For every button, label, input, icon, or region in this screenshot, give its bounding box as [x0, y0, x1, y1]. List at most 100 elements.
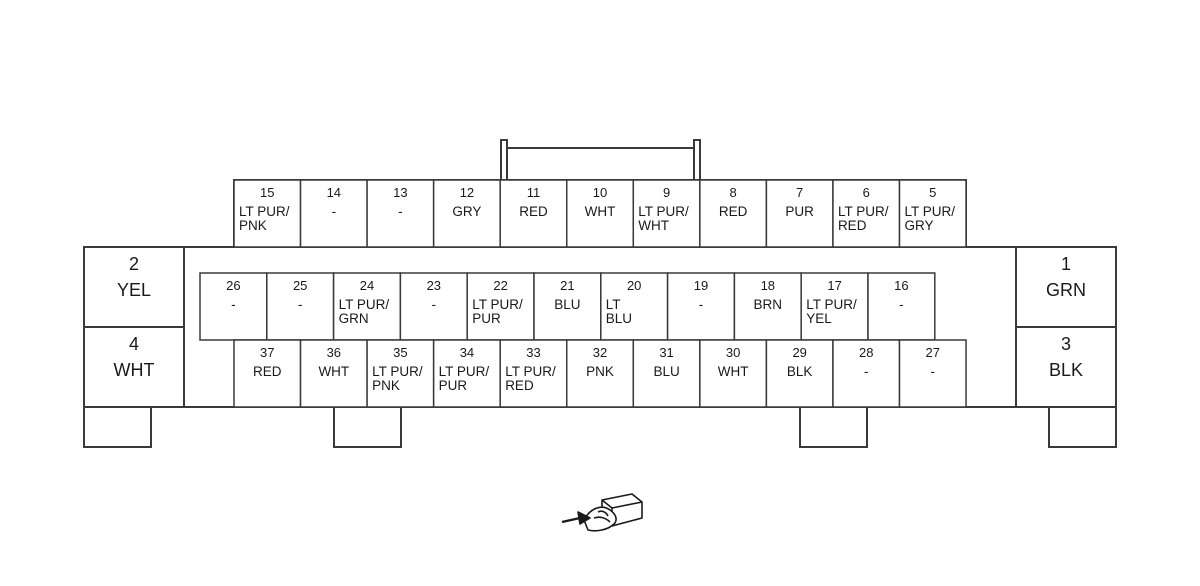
terminal-wire-color: YEL — [117, 280, 151, 300]
terminal-wire-color: PNK — [586, 364, 614, 379]
terminal-cell — [699, 339, 768, 408]
terminal-26: 26 - — [199, 272, 268, 341]
terminal-wire-color: - — [931, 364, 936, 379]
terminal-number: 28 — [859, 345, 873, 360]
terminal-number: 9 — [663, 185, 670, 200]
terminal-number: 6 — [863, 185, 870, 200]
terminal-number: 4 — [129, 334, 139, 354]
terminal-wire-color: PUR — [439, 378, 468, 393]
terminal-cell — [466, 272, 535, 341]
terminal-number: 13 — [393, 185, 407, 200]
terminal-wire-color: WHT — [638, 218, 669, 233]
terminal-cell — [299, 339, 368, 408]
terminal-wire-color: BLK — [1049, 360, 1083, 380]
terminal-wire-color: PNK — [372, 378, 400, 393]
terminal-cell — [898, 339, 967, 408]
terminal-number: 34 — [460, 345, 474, 360]
terminal-cell — [399, 272, 468, 341]
terminal-cell — [332, 272, 402, 341]
terminal-cell — [233, 339, 302, 408]
terminal-wire-color: BLU — [606, 311, 632, 326]
terminal-cell — [366, 339, 435, 408]
terminal-wire-color: LT PUR/ — [505, 364, 556, 379]
terminal-wire-color: - — [398, 204, 403, 219]
terminal-wire-color: LT PUR/ — [239, 204, 290, 219]
terminal-wire-color: BLU — [653, 364, 679, 379]
terminal-cell — [566, 339, 635, 408]
terminal-wire-color: LT PUR/ — [638, 204, 689, 219]
terminal-19: 19- — [666, 272, 736, 341]
terminal-cell — [432, 339, 501, 408]
terminal-27: 27- — [898, 339, 967, 408]
terminal-number: 12 — [460, 185, 474, 200]
terminal-wire-color: WHT — [718, 364, 749, 379]
terminal-cell — [765, 339, 834, 408]
terminal-16: 16- — [867, 272, 936, 341]
terminal-wire-color: LT PUR/ — [905, 204, 956, 219]
terminal-6: 6LT PUR/RED — [832, 179, 901, 248]
terminal-wire-color: BRN — [754, 297, 783, 312]
terminal-wire-color: LT PUR/ — [806, 297, 857, 312]
terminal-cell — [867, 272, 936, 341]
terminal-number: 37 — [260, 345, 274, 360]
terminal-wire-color: RED — [719, 204, 748, 219]
terminal-wire-color: LT PUR/ — [838, 204, 889, 219]
terminal-number: 26 — [226, 278, 240, 293]
terminal-wire-color: PUR — [785, 204, 814, 219]
terminal-cell — [832, 339, 901, 408]
terminal-number: 31 — [659, 345, 673, 360]
terminal-23: 23- — [399, 272, 468, 341]
terminal-number: 3 — [1061, 334, 1071, 354]
terminal-cell — [83, 326, 185, 408]
terminal-number: 20 — [627, 278, 641, 293]
terminal-number: 32 — [593, 345, 607, 360]
terminal-wire-color: - — [432, 297, 437, 312]
terminal-wire-color: WHT — [585, 204, 616, 219]
terminal-number: 5 — [929, 185, 936, 200]
terminal-cell — [566, 179, 635, 248]
terminal-13: 13 - — [366, 179, 435, 248]
terminal-wire-color: - — [899, 297, 904, 312]
terminal-number: 18 — [761, 278, 775, 293]
terminal-cell — [699, 179, 768, 248]
hand-pushing-connector-icon — [561, 493, 643, 532]
terminal-wire-color: - — [231, 297, 236, 312]
terminal-number: 7 — [796, 185, 803, 200]
terminal-cell — [898, 179, 967, 248]
terminal-cell — [832, 179, 901, 248]
terminal-wire-color: LT PUR/ — [472, 297, 523, 312]
terminal-cell — [1015, 326, 1117, 408]
terminal-number: 36 — [327, 345, 341, 360]
terminal-wire-color: - — [298, 297, 303, 312]
terminal-28: 28- — [832, 339, 901, 408]
terminal-cell — [533, 272, 602, 341]
terminal-cell — [366, 179, 435, 248]
terminal-cell — [632, 339, 701, 408]
terminal-number: 11 — [527, 185, 541, 200]
terminal-wire-color: GRN — [1046, 280, 1086, 300]
terminal-number: 25 — [293, 278, 307, 293]
terminal-wire-color: GRN — [339, 311, 369, 326]
terminal-9: 9 LT PUR/WHT — [632, 179, 701, 248]
